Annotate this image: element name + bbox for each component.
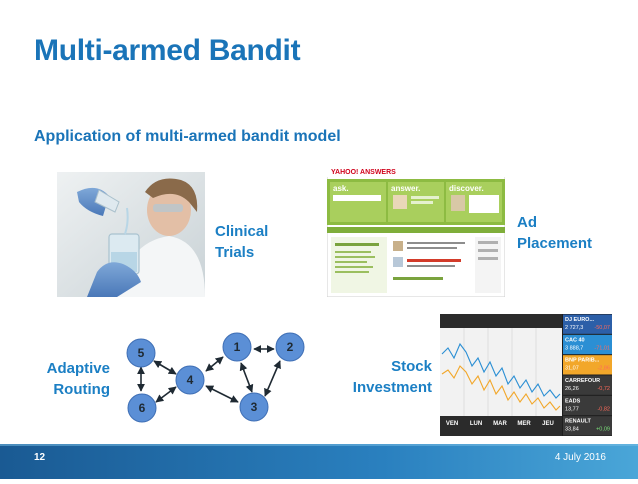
ticker-row <box>563 395 612 416</box>
ticker-change: -0,72 <box>597 386 610 392</box>
node-1-label: 1 <box>234 340 241 354</box>
ticker-change: -50,07 <box>594 325 610 331</box>
ticker-row <box>563 375 612 395</box>
ticker-name: DJ EURO... <box>565 317 595 323</box>
ad-placement-label-line1: Ad <box>517 214 537 231</box>
ticker-row <box>563 416 612 436</box>
node-2 <box>275 332 305 362</box>
clinical-trials-label-line1: Clinical <box>215 223 269 240</box>
ticker-name: RENAULT <box>565 419 592 425</box>
ticker-change: -2,86 <box>597 366 610 372</box>
node-3 <box>239 392 269 422</box>
stock-day-label: LUN <box>470 421 482 427</box>
yahoo-tab-answer: answer. <box>391 184 420 193</box>
node-5-label: 5 <box>138 346 145 360</box>
adaptive-routing-label-line1: Adaptive <box>46 360 110 377</box>
ticker-name: CAC 40 <box>565 337 585 343</box>
ticker-change: +0,09 <box>596 427 610 433</box>
edge-4-1 <box>205 356 224 372</box>
node-4 <box>175 365 205 395</box>
ticker-value: 2 727,3 <box>565 325 583 331</box>
ticker-change: -0,82 <box>597 406 610 412</box>
edge-1-3 <box>239 362 254 393</box>
edge-6-4 <box>155 386 177 403</box>
ticker-row <box>563 355 612 375</box>
ticker-name: CARREFOUR <box>565 378 600 384</box>
yahoo-brand: YAHOO! ANSWERS <box>331 169 396 176</box>
ticker-value: 13,77 <box>565 406 579 412</box>
ad-placement-screenshot: YAHOO! ANSWERS ask. answer. discover. <box>327 165 505 297</box>
footer-bar <box>0 444 638 479</box>
stock-line-blue <box>441 342 561 399</box>
stock-investment-label-line2: Investment <box>352 379 432 396</box>
slide-subtitle: Application of multi-armed bandit model <box>34 128 341 145</box>
yahoo-tab-discover: discover. <box>449 184 484 193</box>
stock-line-orange <box>441 365 561 411</box>
edge-2-3 <box>264 360 281 397</box>
ad-placement-label-line2: Placement <box>517 235 593 252</box>
ticker-name: BNP PARIB... <box>565 358 600 364</box>
adaptive-routing-label: Adaptive Routing <box>36 358 110 400</box>
routing-graph: 5 4 6 1 2 3 <box>110 320 315 430</box>
node-2-label: 2 <box>287 340 294 354</box>
ad-placement-label: Ad Placement <box>517 212 592 254</box>
edge-5-4 <box>153 360 177 375</box>
yahoo-tab-ask: ask. <box>333 184 349 193</box>
adaptive-routing-label-line2: Routing <box>53 381 110 398</box>
stock-investment-label: Stock Investment <box>330 356 432 398</box>
stock-day-label: MER <box>517 421 531 427</box>
stock-day-label: MAR <box>493 421 507 427</box>
node-3-label: 3 <box>251 400 258 414</box>
stock-day-label: VEN <box>446 421 458 427</box>
node-6-label: 6 <box>139 401 146 415</box>
clinical-trials-label: Clinical Trials <box>215 221 268 263</box>
stock-investment-label-line1: Stock <box>391 358 432 375</box>
node-1 <box>222 332 252 362</box>
node-5 <box>126 338 156 368</box>
page-number: 12 <box>34 452 46 463</box>
ticker-name: EADS <box>565 398 581 404</box>
ticker-value: 31,07 <box>565 366 579 372</box>
clinical-trials-label-line2: Trials <box>215 244 255 261</box>
ticker-row <box>563 314 612 334</box>
ticker-value: 26,26 <box>565 386 579 392</box>
ticker-value: 3 888,7 <box>565 345 583 351</box>
node-4-label: 4 <box>187 373 194 387</box>
footer-date: 4 July 2016 <box>554 452 606 463</box>
edge-4-3 <box>205 385 239 403</box>
ticker-value: 33,84 <box>565 427 579 433</box>
stock-day-label: JEU <box>542 421 554 427</box>
slide-title: Multi-armed Bandit <box>34 34 301 67</box>
ticker-row <box>563 334 612 355</box>
node-6 <box>127 393 157 423</box>
ticker-change: -71,01 <box>594 345 610 351</box>
clinical-trials-photo <box>57 172 205 297</box>
